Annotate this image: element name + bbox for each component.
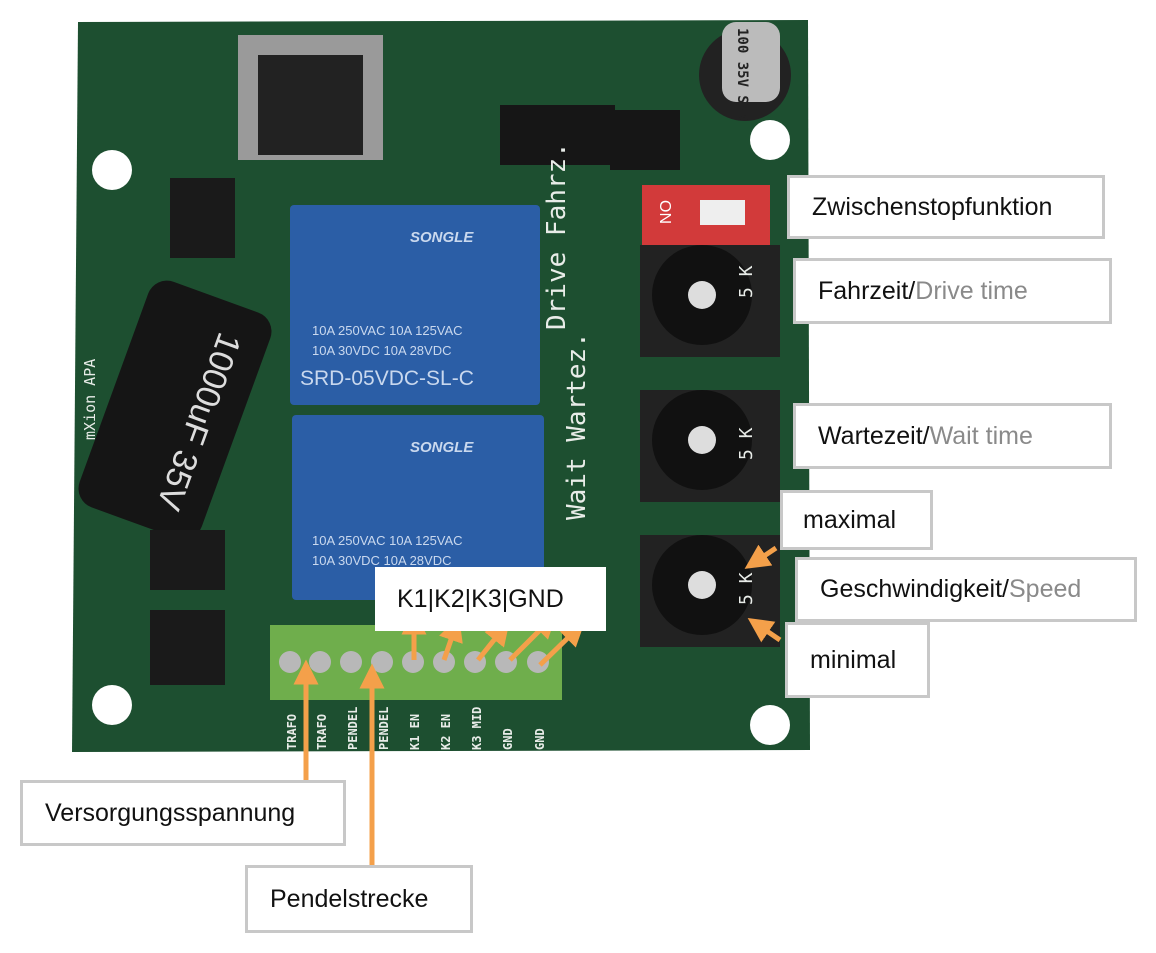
- terminal-label: TRAFO: [315, 714, 329, 750]
- relay-rating: 10A 250VAC 10A 125VAC: [312, 533, 463, 548]
- small-capacitor: 100 35V SYK: [699, 22, 791, 121]
- pot-value: 5 K: [736, 427, 757, 460]
- dip-switch-lever: [700, 200, 745, 225]
- mounting-hole: [750, 120, 790, 160]
- pot-value: 5 K: [736, 265, 757, 298]
- terminal-labels: TRAFO TRAFO PENDEL PENDEL K1 EN K2 EN K3…: [285, 707, 547, 750]
- terminal-label: GND: [501, 728, 515, 750]
- silkscreen-wait: Wait Wartez.: [562, 332, 592, 520]
- label-shuttle-track: Pendelstrecke: [245, 865, 473, 933]
- label-maximal: maximal: [780, 490, 933, 550]
- terminal-label: PENDEL: [377, 707, 391, 750]
- label-text: Zwischenstopfunktion: [812, 192, 1053, 221]
- label-text: Geschwindigkeit/: [820, 575, 1009, 603]
- potentiometer-speed: 5 K: [640, 535, 780, 647]
- relay-model: SRD-05VDC-SL-C: [300, 367, 474, 390]
- label-supply-voltage: Versorgungsspannung: [20, 780, 346, 846]
- label-text-en: Speed: [1008, 575, 1082, 603]
- terminal-label: TRAFO: [285, 714, 299, 750]
- label-text: Versorgungsspannung: [45, 798, 296, 827]
- relay-2: [292, 415, 544, 600]
- transistor: [170, 178, 235, 258]
- label-speed: Geschwindigkeit/Speed: [795, 557, 1137, 622]
- label-text-en: Wait time: [929, 421, 1033, 450]
- relay-rating: 10A 30VDC 10A 28VDC: [312, 553, 451, 568]
- regulator-body: [258, 55, 363, 155]
- relay-brand: SONGLE: [410, 229, 474, 246]
- relay-rating: 10A 30VDC 10A 28VDC: [312, 343, 451, 358]
- small-capacitor-label: 100 35V SYK: [734, 28, 750, 121]
- ic-chip: [500, 105, 615, 165]
- label-text: maximal: [803, 505, 897, 534]
- terminal-label: PENDEL: [346, 707, 360, 750]
- label-text: Pendelstrecke: [270, 884, 429, 913]
- relay-rating: 10A 250VAC 10A 125VAC: [312, 323, 463, 338]
- large-capacitor: 1000uF 35V: [78, 280, 272, 540]
- label-outputs: K1|K2|K3|GND: [375, 567, 606, 631]
- diode: [150, 530, 225, 590]
- potentiometer-drive-time: 5 K: [640, 245, 780, 357]
- mounting-hole: [92, 150, 132, 190]
- ic-chip: [610, 110, 680, 170]
- mounting-hole: [92, 685, 132, 725]
- label-wait-time: Wartezeit/Wait time: [793, 403, 1112, 469]
- label-minimal: minimal: [785, 622, 930, 698]
- label-text: minimal: [810, 645, 897, 674]
- terminal-label: K2 EN: [439, 714, 453, 750]
- label-drive-time: Fahrzeit/Drive time: [793, 258, 1112, 324]
- label-text-en: Drive time: [915, 276, 1028, 305]
- silkscreen-brand: mXion APA: [81, 359, 99, 440]
- label-interim-stop: Zwischenstopfunktion: [787, 175, 1105, 239]
- terminal-label: K3 MID: [470, 707, 484, 750]
- dip-switch-label: ON: [656, 200, 673, 224]
- label-text: K1|K2|K3|GND: [397, 584, 564, 613]
- relay-1: [290, 205, 540, 405]
- mounting-hole: [750, 705, 790, 745]
- label-text: Fahrzeit/: [818, 276, 916, 305]
- silkscreen-drive: Drive Fahrz.: [542, 142, 572, 330]
- diode: [150, 610, 225, 685]
- relay-brand: SONGLE: [410, 439, 474, 456]
- pot-value: 5 K: [736, 572, 757, 605]
- terminal-label: GND: [533, 728, 547, 750]
- potentiometer-wait-time: 5 K: [640, 390, 780, 502]
- terminal-label: K1 EN: [408, 714, 422, 750]
- label-text: Wartezeit/: [818, 421, 930, 450]
